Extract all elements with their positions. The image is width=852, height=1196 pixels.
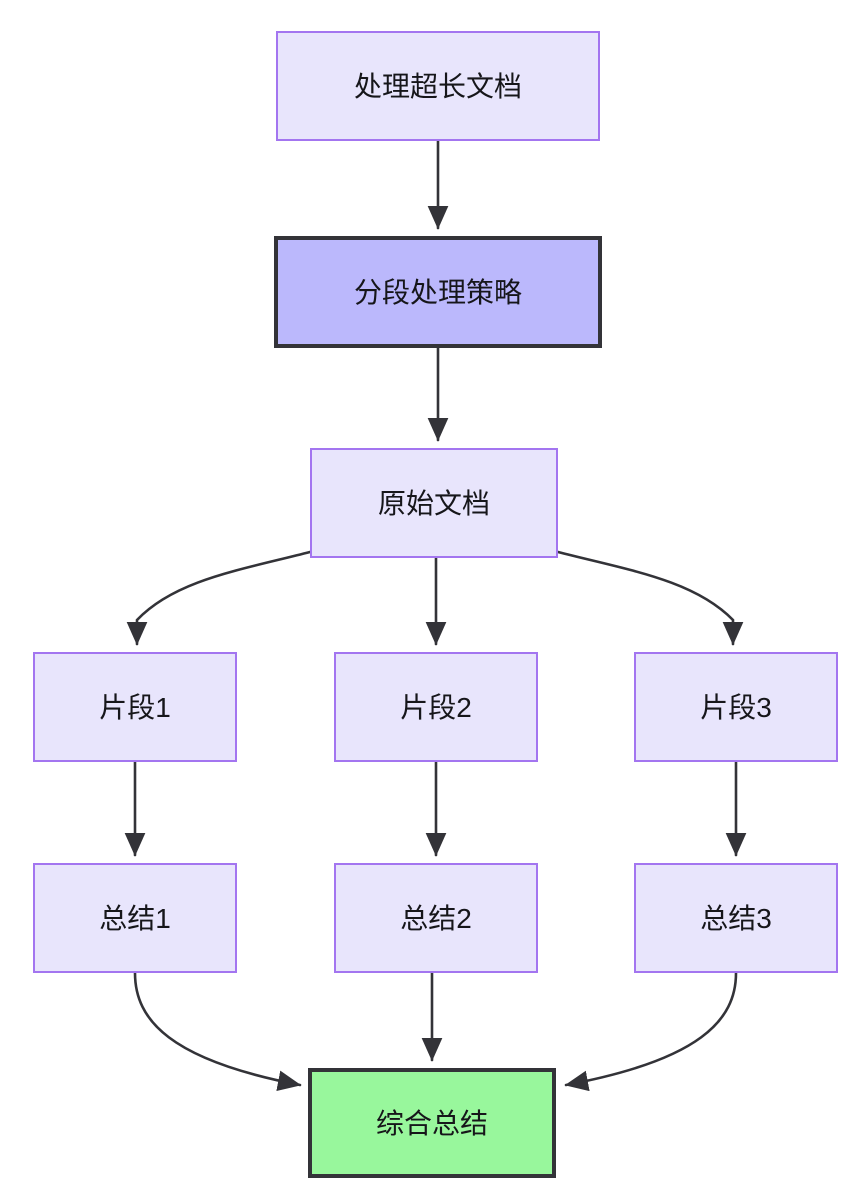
node-label-n9: 总结3: [700, 902, 772, 934]
node-n8[interactable]: 总结2: [334, 863, 538, 973]
node-n3[interactable]: 原始文档: [310, 448, 558, 558]
node-n6[interactable]: 片段3: [634, 652, 838, 762]
node-label-n4: 片段1: [99, 691, 171, 723]
node-label-n5: 片段2: [400, 691, 472, 723]
edge-n7-to-n10: [133, 971, 302, 1092]
node-n4[interactable]: 片段1: [33, 652, 237, 762]
node-n7[interactable]: 总结1: [33, 863, 237, 973]
node-n2[interactable]: 分段处理策略: [274, 236, 602, 348]
node-n10[interactable]: 综合总结: [308, 1068, 556, 1178]
node-n1[interactable]: 处理超长文档: [276, 31, 600, 141]
edge-n9-to-n10: [564, 971, 738, 1092]
node-n5[interactable]: 片段2: [334, 652, 538, 762]
edge-n3-to-n4: [126, 550, 312, 646]
node-label-n1: 处理超长文档: [353, 70, 522, 102]
node-label-n8: 总结2: [400, 902, 472, 934]
node-label-n6: 片段3: [700, 691, 772, 723]
edge-n3-to-n6: [556, 550, 744, 646]
node-label-n2: 分段处理策略: [353, 276, 522, 308]
node-label-n10: 综合总结: [375, 1107, 488, 1139]
node-label-n7: 总结1: [99, 902, 171, 934]
node-n9[interactable]: 总结3: [634, 863, 838, 973]
node-label-n3: 原始文档: [377, 487, 490, 519]
